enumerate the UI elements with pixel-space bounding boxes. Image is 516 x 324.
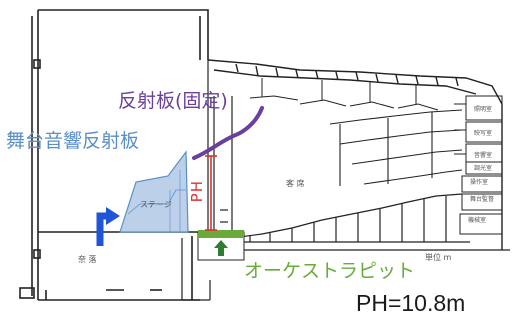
room-label: 映写室 [474,130,493,137]
room-label: 照明室 [474,106,493,113]
seats-text: 客 席 [286,179,305,188]
seating-rake [231,193,470,243]
room-label: 舞台監督 [470,196,495,203]
balcony-tiers [329,109,463,186]
room-label: 音響室 [474,152,493,159]
stage-text: ステージ [140,200,172,209]
naraku-text: 奈 落 [78,255,97,264]
arrow-up-right-icon [96,207,120,246]
fixed-reflector-label: 反射板(固定) [118,90,228,112]
ph-marker-label: PH [188,180,206,203]
scale-text: 単位 m [425,253,452,262]
orchestra-pit-label: オーケストラピット [244,260,416,282]
room-label: 操作室 [470,179,489,186]
stage-reflector-label: 舞台音響反射板 [6,130,140,152]
arrow-up-icon [214,240,228,256]
room-label: 調光室 [474,165,493,172]
room-label: 機械室 [468,217,487,224]
stage-reflector-shape [119,150,189,233]
ph-height-marker [205,155,217,231]
fly-tower [19,9,209,301]
auditorium-roof [207,59,503,250]
ph-value-label: PH=10.8m [356,290,466,316]
ceiling-panels [249,78,439,111]
fixed-reflector-curve [192,106,264,160]
rear-rooms [454,95,503,235]
